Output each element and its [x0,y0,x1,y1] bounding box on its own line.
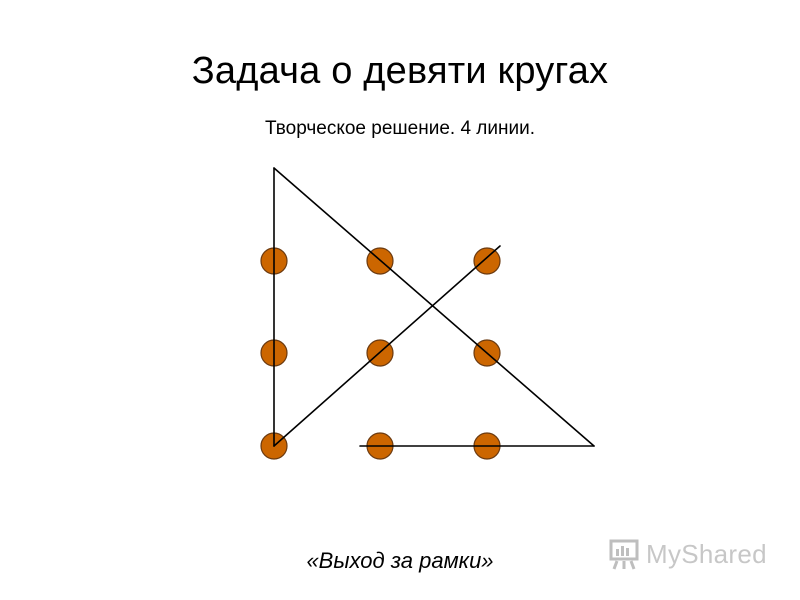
slide-subtitle: Творческое решение. 4 линии. [265,118,535,139]
myshared-logo-icon [609,539,639,570]
watermark-text: MyShared [646,538,767,569]
line-2-diagonal-up [273,245,501,447]
slide-title: Задача о девяти кругах [191,50,609,92]
watermark: MyShared [608,536,767,572]
dot-r1-c3 [473,247,501,275]
dots-layer [260,247,501,460]
lines-layer [273,167,595,447]
slide-caption: «Выход за рамки» [306,548,494,573]
line-3-diagonal-down [273,167,595,447]
